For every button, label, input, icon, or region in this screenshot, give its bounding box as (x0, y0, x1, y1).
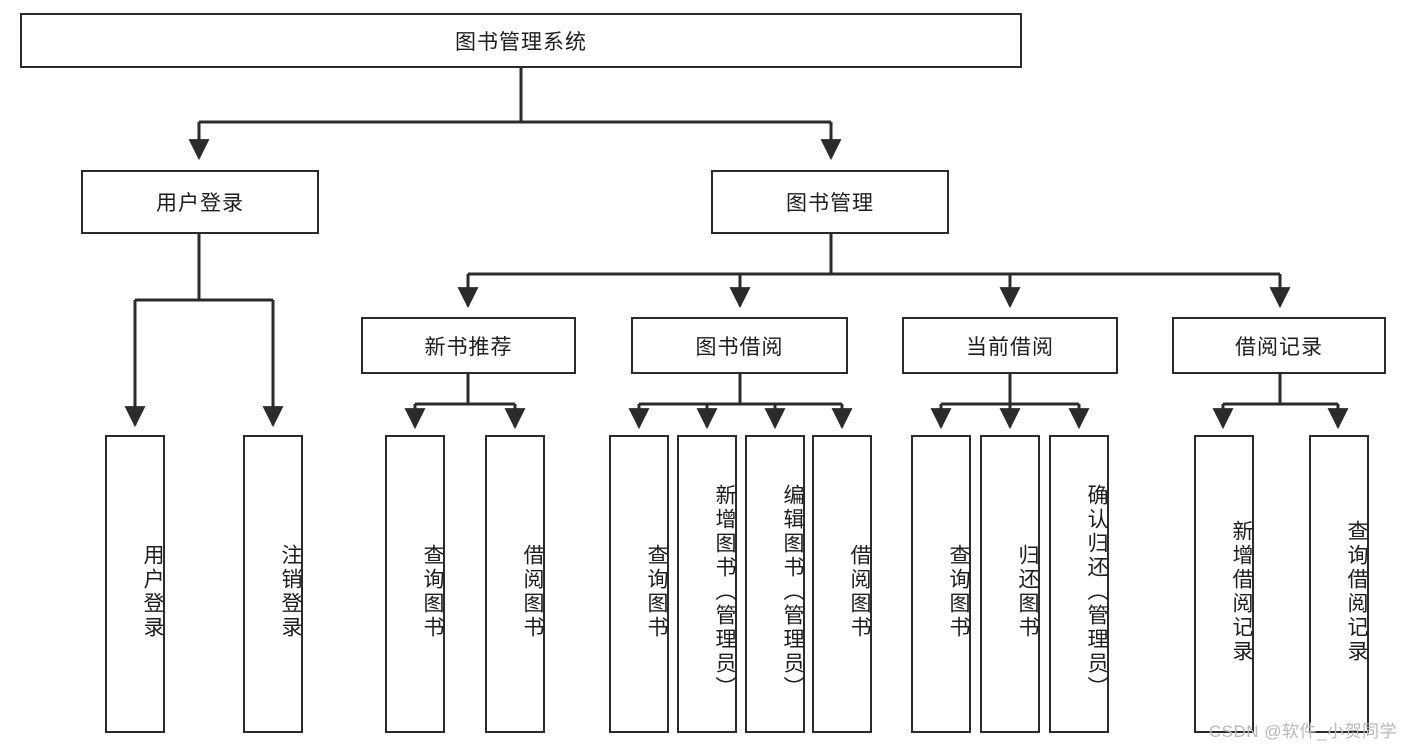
node-current-borrow[interactable]: 当前借阅 (902, 317, 1118, 374)
node-new-book-recommend[interactable]: 新书推荐 (361, 317, 576, 374)
node-user-login[interactable]: 用户登录 (81, 170, 319, 234)
node-label: 图书管理系统 (455, 30, 587, 54)
node-label: 用户登录 (141, 544, 164, 640)
leaf-borrow-query-book[interactable]: 查询图书 (609, 435, 669, 733)
leaf-borrow-edit-book-admin[interactable]: 编辑图书（管理员） (745, 435, 805, 733)
leaf-user-logout[interactable]: 注销登录 (243, 435, 303, 733)
node-book-management[interactable]: 图书管理 (711, 170, 949, 234)
leaf-current-return-book[interactable]: 归还图书 (980, 435, 1040, 733)
leaf-record-query-record[interactable]: 查询借阅记录 (1309, 435, 1369, 733)
node-label: 查询借阅记录 (1345, 520, 1368, 664)
leaf-current-confirm-return-admin[interactable]: 确认归还（管理员） (1049, 435, 1109, 733)
node-label: 当前借阅 (966, 335, 1054, 359)
leaf-user-login[interactable]: 用户登录 (105, 435, 165, 733)
leaf-record-add-record[interactable]: 新增借阅记录 (1194, 435, 1254, 733)
node-label: 新书推荐 (424, 335, 513, 359)
node-label: 确认归还（管理员） (1085, 484, 1108, 700)
node-label: 查询图书 (645, 544, 668, 640)
node-label: 图书借阅 (695, 335, 784, 359)
leaf-current-query-book[interactable]: 查询图书 (911, 435, 971, 733)
leaf-borrow-add-book-admin[interactable]: 新增图书（管理员） (677, 435, 737, 733)
node-label: 查询图书 (421, 544, 444, 640)
node-borrow-record[interactable]: 借阅记录 (1172, 317, 1386, 374)
node-label: 借阅图书 (848, 544, 871, 640)
node-label: 用户登录 (156, 192, 244, 215)
node-root-system[interactable]: 图书管理系统 (20, 13, 1022, 68)
node-label: 注销登录 (279, 544, 302, 640)
leaf-recommend-query-book[interactable]: 查询图书 (385, 435, 445, 733)
node-label: 编辑图书（管理员） (781, 484, 804, 700)
node-label: 借阅图书 (521, 544, 544, 640)
node-label: 新增借阅记录 (1230, 520, 1253, 664)
leaf-borrow-borrow-book[interactable]: 借阅图书 (812, 435, 872, 733)
leaf-recommend-borrow-book[interactable]: 借阅图书 (485, 435, 545, 733)
node-label: 图书管理 (786, 192, 874, 215)
node-book-borrow[interactable]: 图书借阅 (631, 317, 848, 374)
node-label: 新增图书（管理员） (713, 484, 736, 700)
node-label: 借阅记录 (1235, 335, 1323, 359)
node-label: 归还图书 (1016, 544, 1039, 640)
watermark-text: CSDN @软件_小贺同学 (1208, 722, 1397, 741)
node-label: 查询图书 (947, 544, 970, 640)
